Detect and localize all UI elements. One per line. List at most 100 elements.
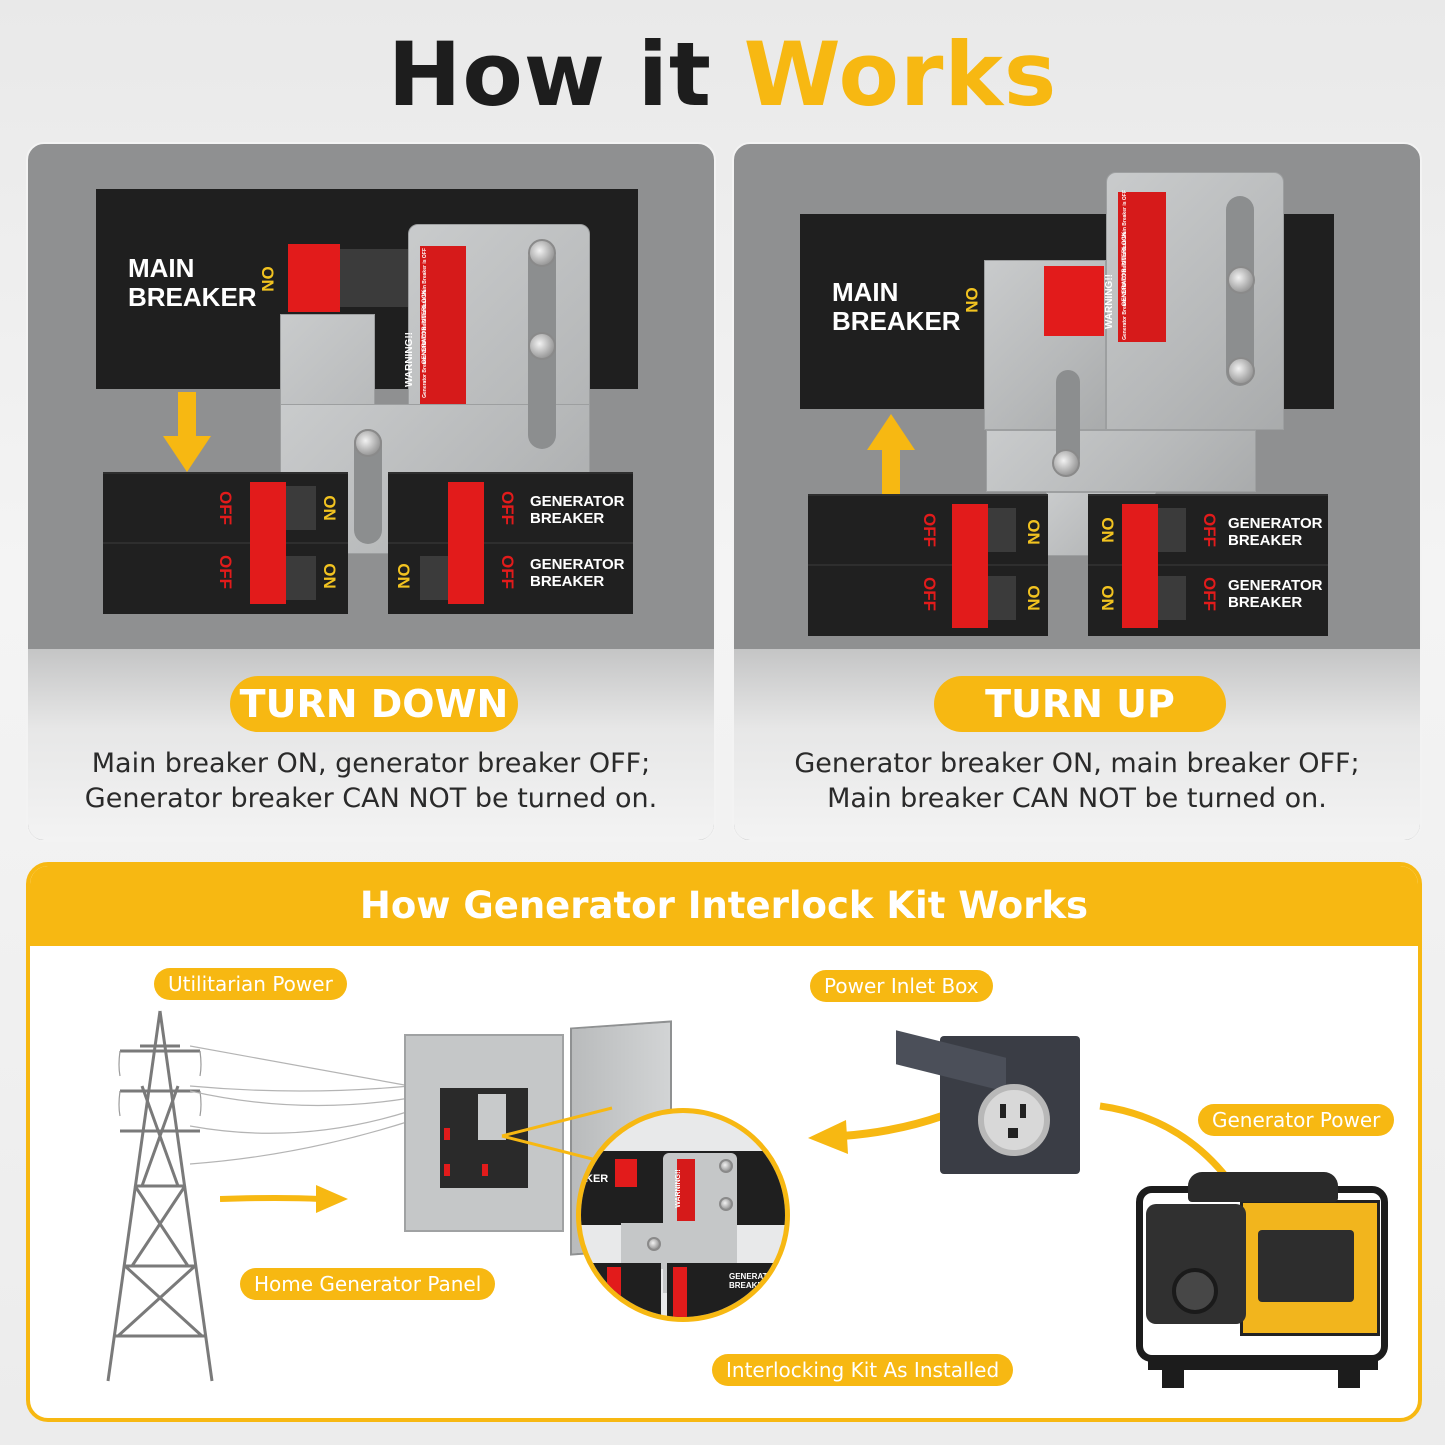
tag-utility-power: Utilitarian Power bbox=[154, 968, 347, 1000]
warning-sticker: WARNING!! GENERATOR INTERLOCK Generator … bbox=[1104, 190, 1166, 342]
gen-label-line1: GENERATOR bbox=[1228, 515, 1323, 532]
arrow-left-icon bbox=[808, 1112, 944, 1154]
bolt-icon bbox=[354, 429, 382, 457]
zoom-main-label: KER bbox=[585, 1173, 609, 1185]
tag-home-generator-panel: Home Generator Panel bbox=[240, 1268, 496, 1300]
turn-down-card: MAIN BREAKER ON WARNING!! GENERATOR INTE… bbox=[26, 142, 716, 842]
power-lines bbox=[190, 1045, 411, 1165]
zoom-gen-line2: BREAKER bbox=[729, 1280, 769, 1290]
panel-breaker-switch bbox=[444, 1128, 450, 1140]
gen-label-line1: GENERATOR bbox=[1228, 577, 1323, 594]
desc-line1: Main breaker ON, generator breaker OFF; bbox=[91, 748, 651, 779]
bolt-icon bbox=[1227, 266, 1255, 294]
tag-power-inlet-box: Power Inlet Box bbox=[810, 970, 993, 1002]
breaker-slot bbox=[988, 508, 1016, 552]
warning-title: WARNING!! bbox=[1104, 274, 1115, 329]
main-breaker-slot bbox=[340, 249, 408, 307]
main-label-line1: MAIN bbox=[832, 277, 899, 307]
desc-line1: Generator breaker ON, main breaker OFF; bbox=[794, 748, 1360, 779]
interlock-kit-diagram: How Generator Interlock Kit Works Utilit… bbox=[26, 862, 1422, 1422]
off-label: OFF bbox=[498, 491, 517, 525]
on-label: ON bbox=[1097, 517, 1117, 543]
gen-label-line2: BREAKER bbox=[1228, 593, 1303, 611]
gen-label-line2: BREAKER bbox=[530, 509, 605, 527]
generator-breaker-label: GENERATOR BREAKER bbox=[530, 556, 625, 590]
breaker-slot bbox=[1158, 508, 1186, 552]
title-part2: Works bbox=[743, 23, 1058, 126]
panel-breaker-switch bbox=[444, 1164, 450, 1176]
off-label: OFF bbox=[1200, 577, 1219, 611]
warning-note: Generator Breaker CANNOT be ON unless Ma… bbox=[1121, 190, 1128, 340]
generator-breaker-label: GENERATOR BREAKER bbox=[530, 493, 625, 527]
on-label: ON bbox=[319, 563, 339, 589]
on-label: ON bbox=[319, 495, 339, 521]
off-label: OFF bbox=[920, 513, 939, 547]
warning-title: WARNING!! bbox=[404, 332, 415, 387]
on-label: ON bbox=[393, 563, 413, 589]
generator-breaker-label: GENERATOR BREAKER bbox=[1228, 577, 1323, 611]
portable-generator bbox=[1128, 1164, 1396, 1396]
generator-breaker-top bbox=[388, 472, 633, 544]
on-label: ON bbox=[1023, 585, 1043, 611]
main-on-label: ON bbox=[257, 266, 277, 292]
on-label: ON bbox=[1097, 585, 1117, 611]
breaker-slot bbox=[1158, 576, 1186, 620]
tag-generator-power: Generator Power bbox=[1198, 1104, 1395, 1136]
arrow-up-icon bbox=[867, 414, 915, 494]
main-label-line2: BREAKER bbox=[128, 281, 257, 312]
off-label: OFF bbox=[216, 491, 235, 525]
panel-breaker-switch bbox=[482, 1164, 488, 1176]
gen-label-line1: GENERATOR bbox=[530, 493, 625, 510]
gen-label-line1: GENERATOR bbox=[530, 556, 625, 573]
breaker-switch bbox=[952, 504, 988, 628]
bolt-icon bbox=[719, 1197, 733, 1211]
breaker-switch bbox=[250, 482, 286, 604]
off-label: OFF bbox=[216, 555, 235, 589]
zoom-gen-label: GENERATOR BREAKER bbox=[729, 1272, 780, 1291]
gen-label-line2: BREAKER bbox=[530, 572, 605, 590]
arrow-down-icon bbox=[163, 392, 211, 472]
generator-breaker-label: GENERATOR BREAKER bbox=[1228, 515, 1323, 549]
interlock-plate-lower bbox=[986, 430, 1256, 492]
gen-label-line2: BREAKER bbox=[1228, 531, 1303, 549]
warning-note: Generator Breaker CANNOT be ON unless Ma… bbox=[421, 248, 428, 398]
turn-up-pill: TURN UP bbox=[934, 676, 1226, 732]
main-label-line1: MAIN bbox=[128, 253, 195, 283]
main-breaker-label: MAIN BREAKER bbox=[832, 278, 961, 335]
turn-up-description: Generator breaker ON, main breaker OFF; … bbox=[734, 746, 1420, 816]
zoom-warning-text: WARNING!! bbox=[674, 1169, 682, 1208]
bolt-icon bbox=[719, 1159, 733, 1173]
tag-interlocking-kit: Interlocking Kit As Installed bbox=[712, 1354, 1014, 1386]
off-label: OFF bbox=[498, 555, 517, 589]
bolt-icon bbox=[1052, 449, 1080, 477]
turn-up-card: MAIN BREAKER ON WARNING!! GENERATOR INTE… bbox=[732, 142, 1422, 842]
breaker-slot bbox=[286, 486, 316, 530]
breaker-main-side-bottom bbox=[103, 542, 348, 614]
zoom-gen-line1: GENERATOR bbox=[729, 1272, 780, 1281]
turn-down-description: Main breaker ON, generator breaker OFF; … bbox=[28, 746, 714, 816]
off-label: OFF bbox=[1200, 513, 1219, 547]
desc-line2: Main breaker CAN NOT be turned on. bbox=[827, 783, 1327, 814]
section-header: How Generator Interlock Kit Works bbox=[30, 866, 1418, 946]
bolt-icon bbox=[1227, 357, 1255, 385]
on-label: ON bbox=[1023, 519, 1043, 545]
main-breaker-switch bbox=[1044, 266, 1104, 336]
off-label: OFF bbox=[920, 577, 939, 611]
turn-down-pill: TURN DOWN bbox=[230, 676, 518, 732]
panel-interlock-plate bbox=[478, 1094, 506, 1140]
power-inlet-box bbox=[896, 1030, 1096, 1184]
zoom-circle: KER WARNING!! GENERATOR BREAKER bbox=[576, 1108, 790, 1322]
generator-breaker-switch bbox=[1122, 504, 1158, 628]
title-part1: How it bbox=[387, 23, 712, 126]
breaker-slot bbox=[286, 556, 316, 600]
bolt-icon bbox=[647, 1237, 661, 1251]
main-breaker-label: MAIN BREAKER bbox=[128, 254, 257, 311]
main-on-label: ON bbox=[961, 287, 981, 313]
transmission-tower-icon bbox=[106, 1010, 214, 1382]
zoom-warning-sticker: WARNING!! bbox=[674, 1159, 695, 1221]
generator-breaker-switch bbox=[448, 482, 484, 604]
main-label-line2: BREAKER bbox=[832, 305, 961, 336]
breaker-slot bbox=[420, 556, 448, 600]
bolt-icon bbox=[528, 239, 556, 267]
bolt-icon bbox=[528, 332, 556, 360]
